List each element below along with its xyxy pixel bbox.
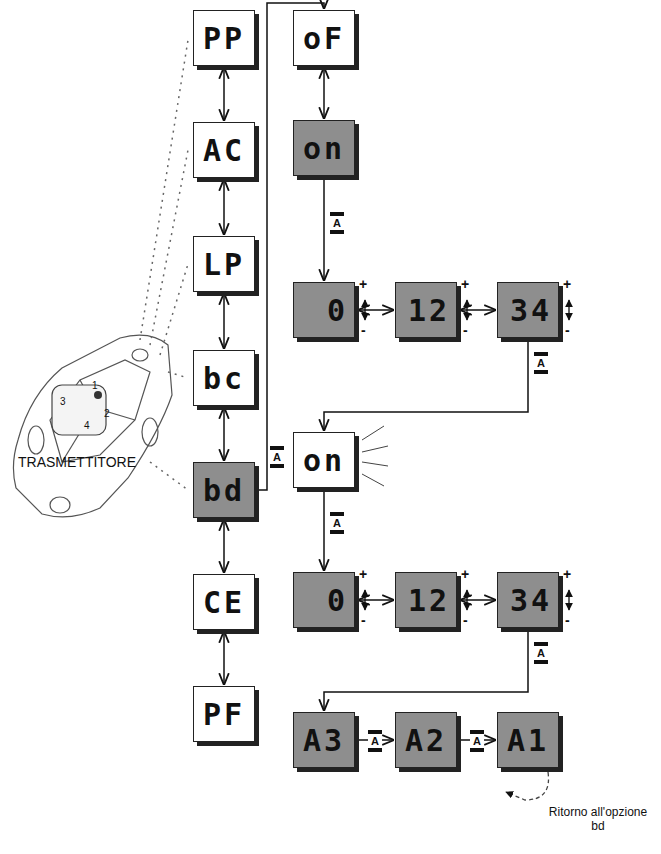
note: Ritorno all'opzione bd — [548, 806, 648, 834]
button-number: 2 — [104, 408, 110, 420]
flow-arrow — [223, 408, 225, 460]
button-label: A — [368, 730, 382, 752]
step-sign: - — [361, 612, 366, 628]
display-text: PP — [203, 21, 245, 56]
display-box: oF — [293, 10, 355, 66]
plus-minus-arrows — [365, 300, 569, 610]
step-sign: - — [463, 322, 468, 338]
flow-arrow — [223, 632, 225, 684]
display-text: 12 — [408, 293, 450, 328]
display-text: on — [303, 443, 345, 478]
flow-arrow — [323, 490, 325, 570]
display-box: A3 — [293, 712, 355, 768]
display-box: on — [293, 120, 355, 176]
transmitter-label: TRASMETTITORE — [18, 454, 136, 470]
step-sign: + — [461, 566, 469, 582]
step-sign: - — [463, 612, 468, 628]
flow-arrow — [223, 68, 225, 120]
display-box: LP — [193, 236, 255, 292]
display-text: CE — [203, 585, 245, 620]
display-box: 0 — [293, 572, 355, 628]
display-box: 12 — [395, 572, 457, 628]
display-text: 0 — [327, 583, 348, 618]
step-sign: + — [563, 566, 571, 582]
display-text: LP — [203, 247, 245, 282]
display-text: AC — [203, 133, 245, 168]
flash-rays — [362, 426, 388, 486]
flow-arrow — [259, 3, 324, 490]
display-text: A2 — [405, 723, 447, 758]
button-label: A — [330, 512, 344, 534]
car-drawing — [13, 335, 172, 517]
display-text: A3 — [303, 723, 345, 758]
display-box: on — [293, 432, 355, 488]
transmitter-leader — [140, 40, 188, 490]
button-number: 3 — [60, 396, 66, 408]
display-box: CE — [193, 574, 255, 630]
step-sign: - — [565, 612, 570, 628]
display-box: bc — [193, 350, 255, 406]
display-box: A2 — [395, 712, 457, 768]
display-text: 12 — [408, 583, 450, 618]
flow-arrow — [359, 309, 393, 311]
display-box: A1 — [497, 712, 559, 768]
flow-arrow — [324, 342, 528, 430]
step-sign: + — [461, 276, 469, 292]
step-sign: + — [359, 566, 367, 582]
button-label: A — [534, 352, 548, 374]
return-arrow — [506, 772, 549, 800]
flow-arrow — [223, 294, 225, 348]
flow-arrow — [461, 599, 495, 601]
step-sign: + — [359, 276, 367, 292]
display-box: 12 — [395, 282, 457, 338]
display-text: 34 — [510, 293, 552, 328]
display-text: bc — [203, 361, 245, 396]
display-box: 0 — [293, 282, 355, 338]
flow-arrow — [359, 599, 393, 601]
display-text: 0 — [327, 293, 348, 328]
display-box: 34 — [497, 282, 559, 338]
display-text: bd — [203, 473, 245, 508]
display-box: PF — [193, 686, 255, 742]
step-sign: - — [361, 322, 366, 338]
display-text: oF — [303, 21, 345, 56]
step-sign: + — [563, 276, 571, 292]
display-box: 34 — [497, 572, 559, 628]
flow-arrow — [323, 178, 325, 280]
button-label: A — [534, 642, 548, 664]
display-box: PP — [193, 10, 255, 66]
display-text: A1 — [507, 723, 549, 758]
button-label: A — [470, 730, 484, 752]
display-box: AC — [193, 122, 255, 178]
display-box: bd — [193, 462, 255, 518]
flow-arrow — [223, 180, 225, 234]
flow-arrow — [323, 68, 325, 118]
flow-arrow — [324, 632, 528, 710]
display-text: PF — [203, 697, 245, 732]
flow-arrow — [223, 520, 225, 572]
button-label: A — [270, 446, 284, 468]
button-label: A — [330, 212, 344, 234]
step-sign: - — [565, 322, 570, 338]
button-number: 1 — [92, 380, 98, 392]
display-text: 34 — [510, 583, 552, 618]
button-number: 4 — [84, 420, 90, 432]
flow-arrow — [461, 309, 495, 311]
display-text: on — [303, 131, 345, 166]
